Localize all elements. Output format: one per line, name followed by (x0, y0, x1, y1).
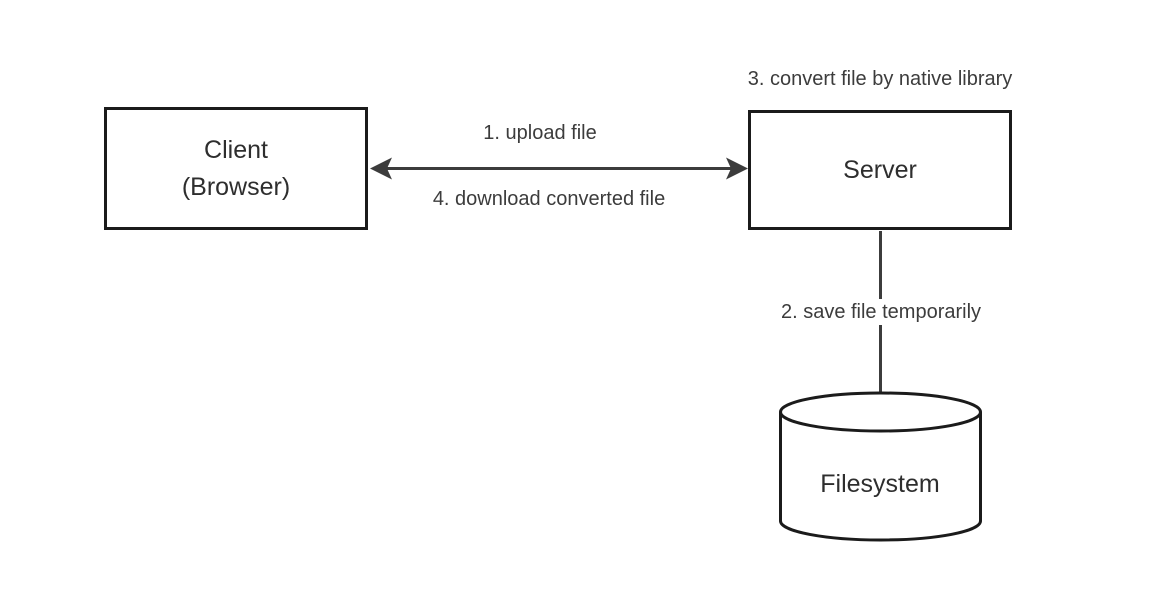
annotation-upload-file: 1. upload file (483, 122, 597, 144)
annotation-download-file: 4. download converted file (432, 188, 666, 210)
filesystem-cylinder-icon (779, 391, 982, 542)
arrowhead-left-icon (370, 157, 392, 180)
annotation-convert-file: 3. convert file by native library (747, 68, 1013, 90)
client-node-label-line1: Client (204, 135, 268, 164)
server-node: Server (748, 110, 1012, 230)
client-server-arrow (370, 157, 748, 180)
client-node: Client (Browser) (104, 107, 368, 230)
cylinder-top (779, 391, 982, 433)
arrowhead-right-icon (726, 157, 748, 180)
annotation-save-file: 2. save file temporarily (731, 299, 1031, 325)
filesystem-node-label: Filesystem (820, 470, 940, 498)
server-node-label: Server (843, 155, 917, 184)
cylinder-body (779, 412, 982, 542)
client-node-label-line2: (Browser) (181, 172, 291, 201)
